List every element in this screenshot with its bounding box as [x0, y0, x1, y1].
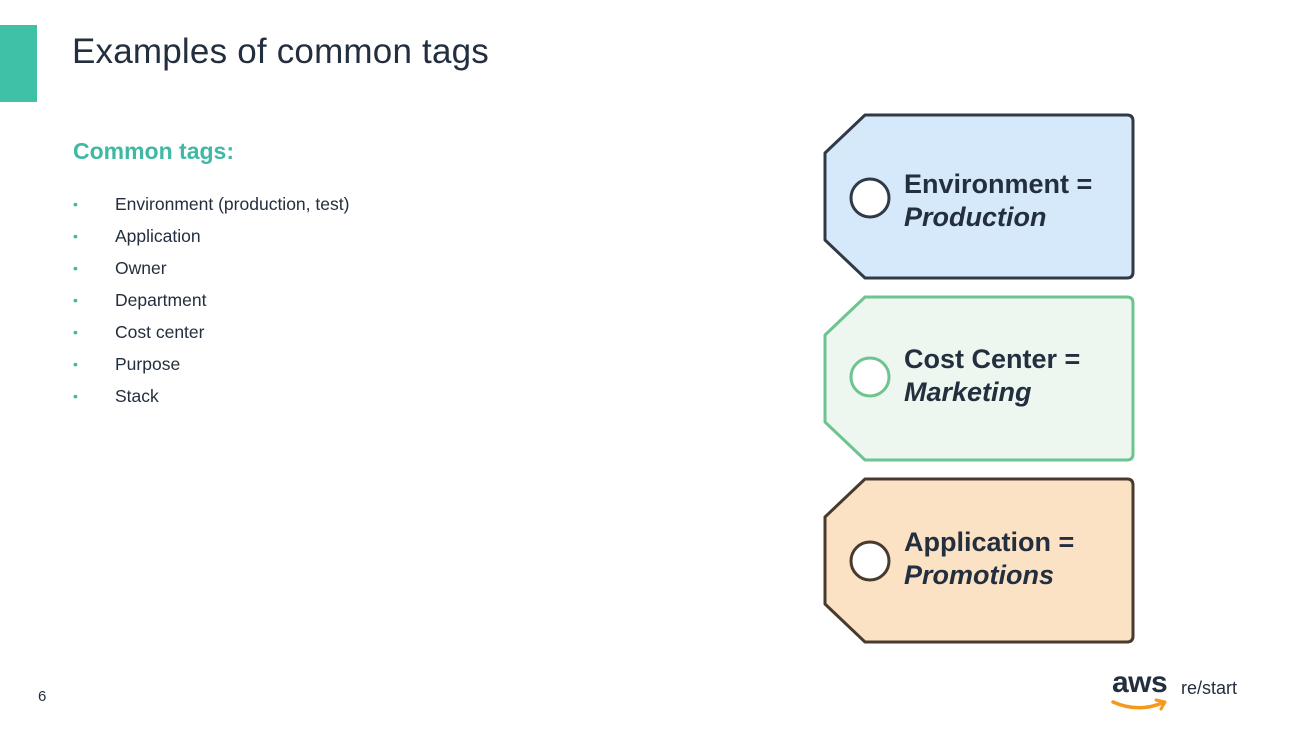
bullet-icon: •: [73, 356, 78, 372]
list-item-label: Owner: [115, 257, 167, 278]
list-item-label: Cost center: [115, 321, 205, 342]
tag-environment-label: Environment = Production: [904, 168, 1092, 234]
list-item: • Purpose: [72, 348, 349, 380]
list-item: • Department: [72, 284, 349, 316]
list-item-label: Environment (production, test): [115, 193, 350, 214]
list-item: • Cost center: [72, 316, 349, 348]
common-tags-list: • Environment (production, test) • Applica…: [72, 188, 349, 412]
list-item-label: Department: [115, 289, 207, 310]
tag-application-label: Application = Promotions: [904, 526, 1074, 592]
bullet-icon: •: [73, 388, 78, 404]
common-tags-heading: Common tags:: [73, 138, 234, 164]
tag-environment-shape: [823, 113, 1135, 280]
title-accent-bar: [0, 25, 37, 102]
tag-value: Marketing: [904, 377, 1032, 407]
list-item-label: Purpose: [115, 353, 181, 374]
tag-application-shape: [823, 477, 1135, 644]
slide-title: Examples of common tags: [72, 32, 489, 71]
bullet-icon: •: [73, 228, 78, 244]
tag-cost-center-shape: [823, 295, 1135, 462]
list-item: • Environment (production, test): [72, 188, 349, 220]
tag-key: Environment =: [904, 169, 1093, 199]
bullet-icon: •: [73, 292, 78, 308]
tag-cost-center-label: Cost Center = Marketing: [904, 343, 1080, 409]
list-item-label: Application: [115, 225, 201, 246]
page-number: 6: [38, 688, 47, 705]
list-item-label: Stack: [115, 385, 159, 406]
bullet-icon: •: [73, 324, 78, 340]
list-item: • Application: [72, 220, 349, 252]
aws-logo-text: aws: [1112, 666, 1168, 699]
tag-value: Production: [904, 202, 1047, 232]
aws-smile-icon: [1111, 698, 1167, 711]
list-item: • Owner: [72, 252, 349, 284]
aws-restart-logo: aws re/start: [1110, 666, 1260, 718]
tag-key: Cost Center =: [904, 344, 1081, 374]
tag-key: Application =: [904, 527, 1075, 557]
bullet-icon: •: [73, 196, 78, 212]
tag-illustrations: Environment = Production Cost Center = M…: [822, 112, 1137, 647]
tag-value: Promotions: [904, 560, 1055, 590]
tag-shapes: [823, 113, 1135, 644]
bullet-icon: •: [73, 260, 78, 276]
list-item: • Stack: [72, 380, 349, 412]
restart-logo-text: re/start: [1181, 678, 1238, 698]
